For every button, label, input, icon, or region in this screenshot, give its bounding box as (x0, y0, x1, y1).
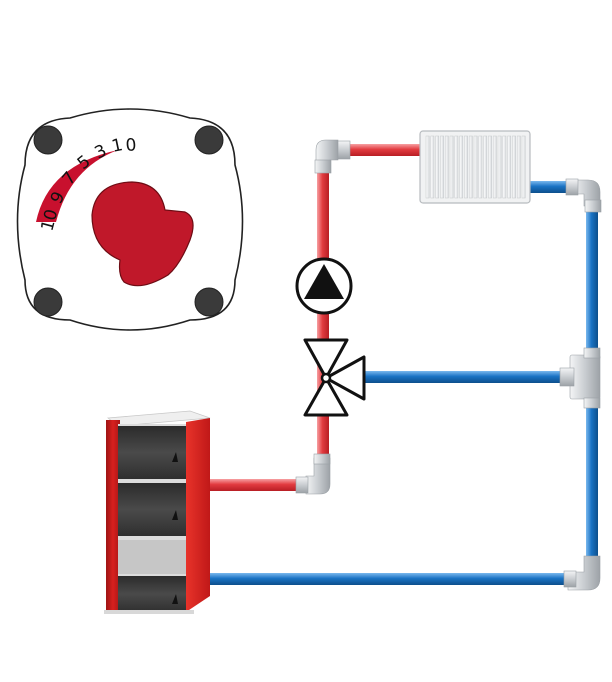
dial-label: 0 (125, 135, 137, 156)
hot-boiler-outlet-pipe (210, 479, 310, 491)
circulation-pump-icon (295, 257, 353, 315)
boiler-door-middle (118, 483, 186, 536)
radiator-fin (449, 135, 454, 199)
radiator-fin (507, 135, 512, 199)
radiator-fin (488, 135, 492, 199)
radiator-fin (483, 135, 488, 199)
mounting-bolt-icon (33, 287, 63, 317)
radiator-fin (435, 135, 440, 199)
radiator-fin (516, 135, 521, 199)
mounting-bolt-icon (194, 125, 224, 155)
pipe-elbow-top-right (565, 178, 602, 213)
mounting-bolt-icon (33, 125, 63, 155)
radiator-fin (425, 135, 430, 199)
dial-scale-arc (36, 150, 118, 222)
pipe-elbow-bottom-right (563, 555, 601, 591)
mounting-bolt-icon (194, 287, 224, 317)
dial-label: 1 (110, 135, 125, 157)
pipe-tee-right (559, 347, 601, 409)
boiler-door-lower (118, 576, 186, 612)
cold-bypass-pipe (360, 371, 572, 383)
boiler-ash-panel (118, 540, 186, 574)
radiator-fin (502, 135, 507, 199)
three-way-mixing-valve-icon (303, 338, 366, 417)
door-handle-icon (172, 594, 178, 604)
pipe-elbow-top-left (314, 139, 351, 174)
radiator-fin (468, 135, 473, 199)
radiator-fin (464, 135, 468, 199)
cold-boiler-return-pipe (208, 573, 576, 585)
pipe-elbow-bottom-left (295, 453, 331, 495)
door-handle-icon (172, 452, 178, 462)
boiler-icon (104, 410, 211, 614)
radiator-fin (440, 135, 444, 199)
hot-supply-pipe (330, 144, 422, 156)
radiator-fin (459, 135, 464, 199)
radiator-fin (512, 135, 516, 199)
radiator-fin (492, 135, 497, 199)
radiator-icon (419, 130, 531, 204)
thermostat-dial: 10 9 7 5 3 1 0 (16, 108, 244, 331)
dial-knob[interactable] (91, 181, 194, 287)
radiator-fin (473, 135, 478, 199)
radiator-fin (430, 135, 435, 199)
radiator-fin (454, 135, 459, 199)
boiler-door-upper (118, 426, 186, 479)
radiator-fin (478, 135, 483, 199)
door-handle-icon (172, 510, 178, 520)
radiator-fin (497, 135, 502, 199)
radiator-fin (444, 135, 449, 199)
radiator-fin (521, 135, 526, 199)
